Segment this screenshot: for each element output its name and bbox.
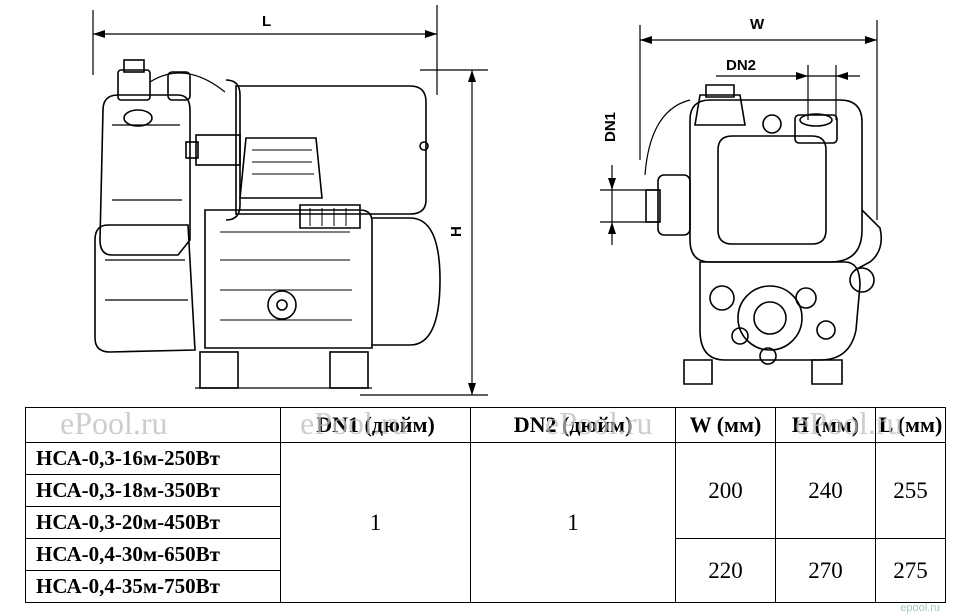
l-value: 275: [875, 538, 946, 603]
length-label: L: [262, 13, 271, 30]
header-w: W (мм): [675, 407, 776, 443]
l-value: 255: [875, 442, 946, 539]
spec-table: DN1 (дюйм) DN2 (дюйм) W (мм) H (мм) L (м…: [25, 407, 946, 603]
table-row: НСА-0,3-20м-450Вт: [25, 506, 946, 539]
dn2-value: 1: [470, 442, 676, 603]
height-label: H: [448, 226, 465, 237]
model-name: НСА-0,3-16м-250Вт: [25, 442, 281, 475]
dn1-value: 1: [280, 442, 471, 603]
model-name: НСА-0,3-20м-450Вт: [25, 506, 281, 539]
header-l: L (мм): [875, 407, 946, 443]
table-row: НСА-0,3-18м-350Вт: [25, 474, 946, 507]
dn1-label: DN1: [602, 112, 619, 142]
model-name: НСА-0,4-35м-750Вт: [25, 570, 281, 603]
table-row: НСА-0,4-30м-650Вт 220 270 275: [25, 538, 946, 603]
header-h: H (мм): [775, 407, 876, 443]
dn2-label: DN2: [726, 57, 756, 74]
h-value: 240: [775, 442, 876, 539]
pump-side-view: [92, 5, 488, 396]
header-dn1: DN1 (дюйм): [280, 407, 471, 443]
model-name: НСА-0,3-18м-350Вт: [25, 474, 281, 507]
header-model: [25, 407, 281, 443]
pump-front-view: [600, 20, 883, 385]
width-label: W: [750, 16, 765, 33]
table-row: НСА-0,4-35м-750Вт: [25, 570, 946, 603]
h-value: 270: [775, 538, 876, 603]
table-header-row: DN1 (дюйм) DN2 (дюйм) W (мм) H (мм) L (м…: [25, 407, 946, 443]
table-row: НСА-0,3-16м-250Вт 1 1 200 240 255: [25, 442, 946, 603]
model-name: НСА-0,4-30м-650Вт: [25, 538, 281, 571]
w-value: 220: [675, 538, 776, 603]
header-dn2: DN2 (дюйм): [470, 407, 676, 443]
w-value: 200: [675, 442, 776, 539]
pump-drawing: L H W DN2 DN1: [92, 5, 883, 396]
corner-watermark: epool.ru: [900, 602, 940, 614]
